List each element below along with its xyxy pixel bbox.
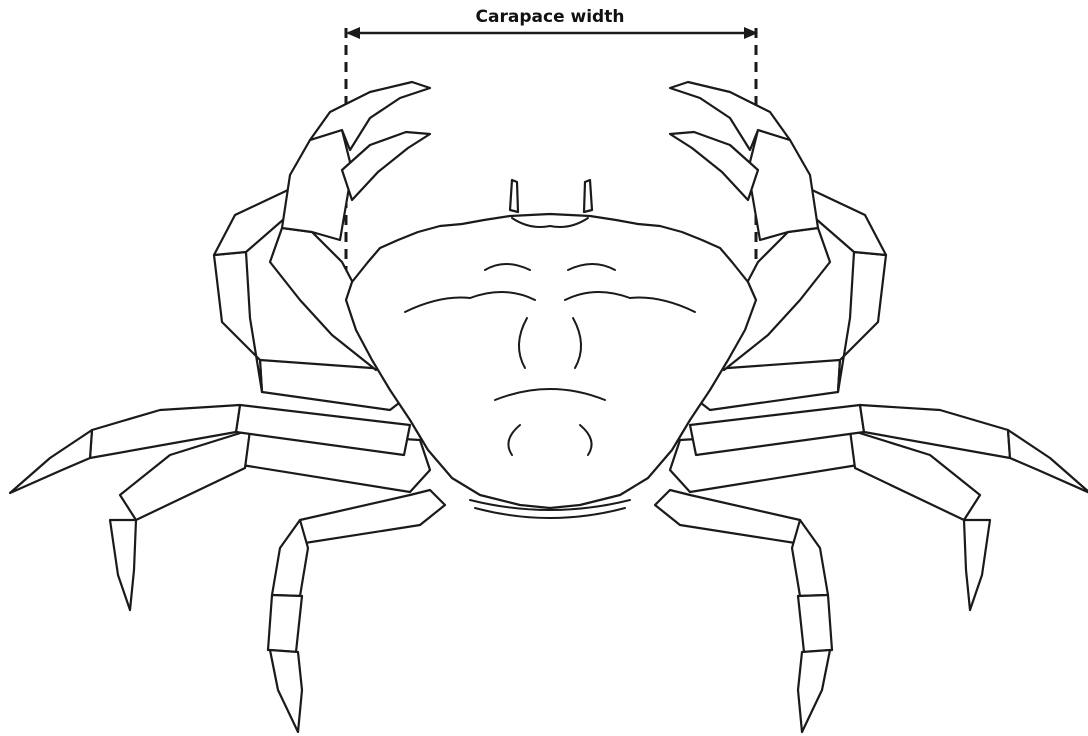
right-leg-4-segment [798,595,832,652]
left-leg-4-dactyl [270,650,302,732]
right-leg-4-dactyl [798,650,830,732]
left-claw-carpus [282,130,352,240]
left-leg-3-dactyl [110,520,136,610]
right-leg-3-dactyl [964,520,990,610]
right-leg-4-segment [655,490,808,545]
right-antenna [584,180,592,212]
left-leg-4-segment [268,595,302,652]
left-leg-1-segment [214,252,262,392]
measurement-label: Carapace width [476,7,625,27]
right-claw-carpus [748,130,818,240]
right-leg-2-dactyl [1008,430,1088,493]
right-leg-1-segment [838,252,886,392]
left-leg-2-dactyl [10,430,92,493]
right-leg-4-segment [792,520,828,596]
left-leg-4-segment [272,520,308,596]
left-leg-4-segment [292,490,445,545]
arrowhead-left [346,27,360,39]
left-antenna [510,180,518,212]
antennae [510,180,592,212]
